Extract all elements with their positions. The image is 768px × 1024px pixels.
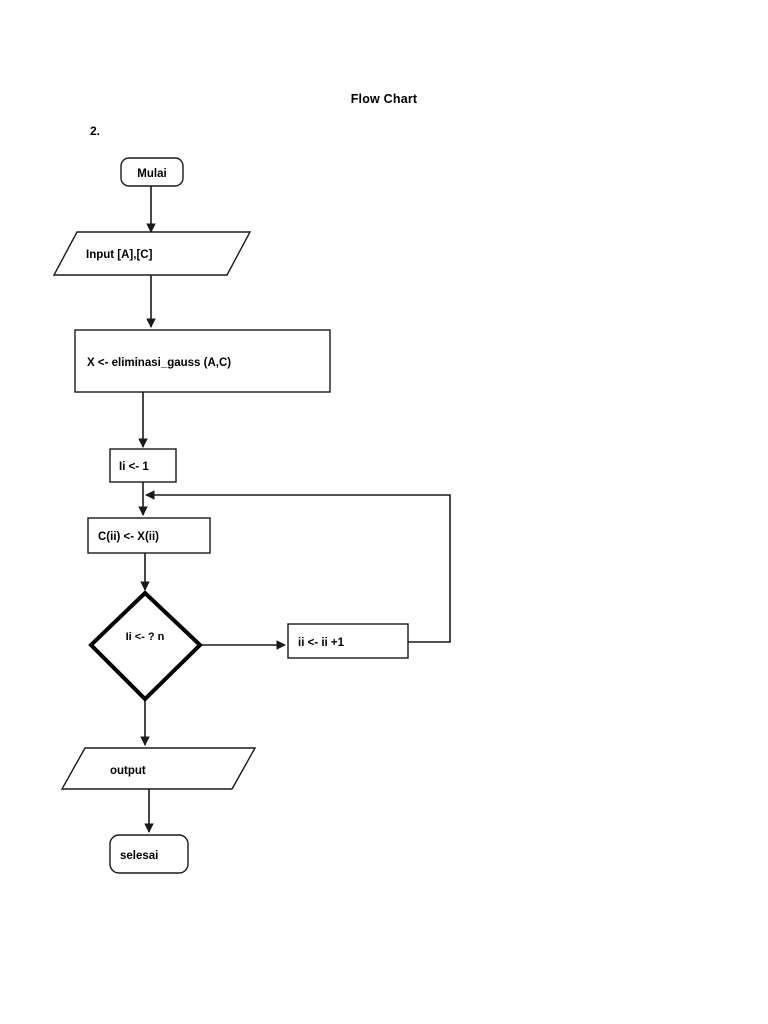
node-assign[interactable]: C(ii) <- X(ii) [87, 517, 211, 554]
node-end-shape [109, 834, 189, 874]
node-init[interactable]: Ii <- 1 [109, 448, 177, 483]
node-increment[interactable]: ii <- ii +1 [287, 623, 409, 659]
node-input[interactable]: Input [A],[C] [52, 231, 252, 276]
node-input-shape [52, 231, 252, 276]
node-start-label: Mulai [137, 168, 166, 180]
item-number-label: 2. [90, 124, 101, 138]
edge-increment-to-assign-loop [145, 490, 451, 643]
page-title: Flow Chart [350, 92, 418, 106]
node-start-shape [120, 157, 184, 187]
node-increment-shape [287, 623, 409, 659]
node-output-shape [60, 747, 257, 790]
node-output[interactable]: output [60, 747, 257, 790]
connector-layer [138, 186, 451, 833]
node-decision-label: Ii <- ? n [126, 631, 165, 643]
node-output-label: output [110, 765, 146, 777]
node-process-label: X <- eliminasi_gauss (A,C) [87, 357, 231, 369]
node-end-label: selesai [120, 850, 158, 862]
node-process[interactable]: X <- eliminasi_gauss (A,C) [74, 329, 331, 393]
node-assign-shape [87, 517, 211, 554]
node-decision[interactable]: Ii <- ? n [88, 590, 203, 702]
node-increment-label: ii <- ii +1 [298, 637, 345, 649]
node-process-shape [74, 329, 331, 393]
node-init-shape [109, 448, 177, 483]
node-input-label: Input [A],[C] [86, 249, 153, 261]
node-decision-shape [88, 590, 203, 702]
node-start[interactable]: Mulai [120, 157, 184, 187]
node-init-label: Ii <- 1 [119, 461, 149, 473]
node-end[interactable]: selesai [109, 834, 189, 874]
node-assign-label: C(ii) <- X(ii) [98, 531, 159, 543]
